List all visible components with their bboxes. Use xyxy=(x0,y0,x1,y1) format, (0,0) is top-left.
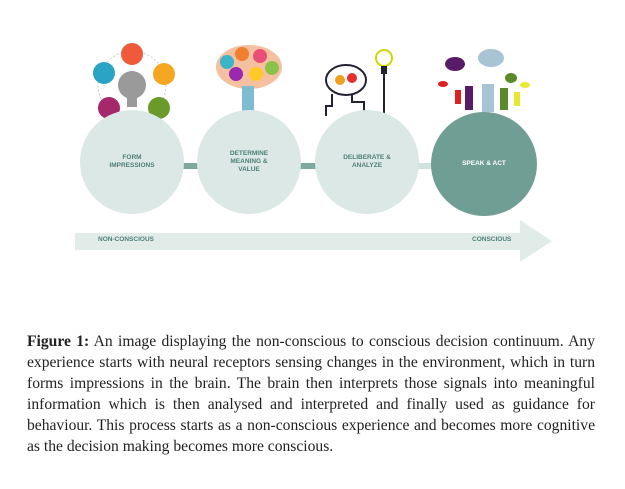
stage-label-line: DETERMINE xyxy=(229,149,269,157)
stage-label-line: IMPRESSIONS xyxy=(109,162,155,169)
stage-label-line: SPEAK & ACT xyxy=(462,159,506,167)
stage-label-line: DELIBERATE & xyxy=(343,153,391,161)
stage-label-line: FORM xyxy=(122,153,142,161)
colorful-brain-tree-icon xyxy=(216,45,282,112)
figure-caption: Figure 1: An image displaying the non-co… xyxy=(27,331,595,457)
senses-head-icon xyxy=(93,43,175,120)
stage-speak-act: SPEAK & ACT xyxy=(431,112,537,216)
stage-deliberate-analyze: DELIBERATE &ANALYZE xyxy=(315,110,419,214)
gears-head-lightbulb-icon xyxy=(325,49,393,118)
conscious-label: CONSCIOUS xyxy=(472,236,512,243)
caption-label: Figure 1: xyxy=(27,333,90,350)
stage-label-line: VALUE xyxy=(238,166,260,174)
non-conscious-label: NON-CONSCIOUS xyxy=(98,236,154,243)
stage-label-line: MEANING & xyxy=(230,157,268,165)
stage-label-line: ANALYZE xyxy=(351,162,383,169)
people-speech-bubbles-icon xyxy=(438,49,530,112)
caption-text: An image displaying the non-conscious to… xyxy=(27,333,595,455)
